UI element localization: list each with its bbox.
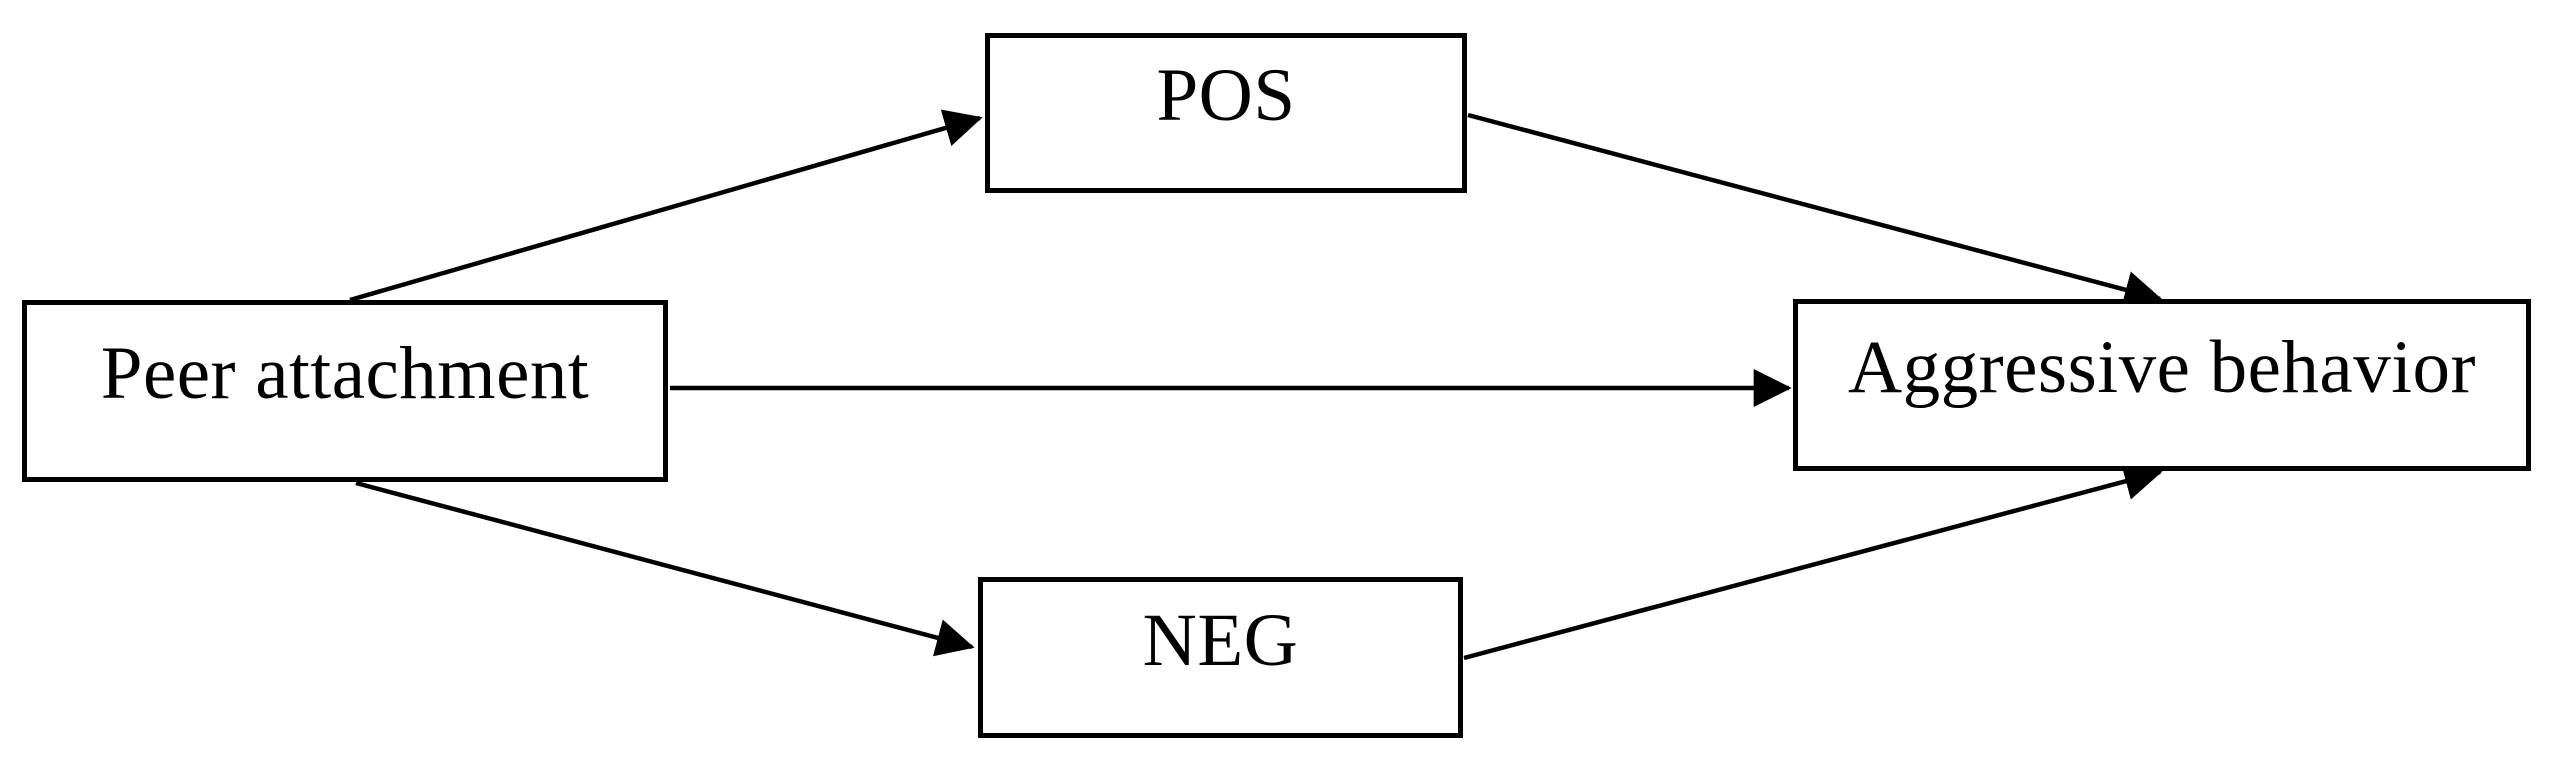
node-aggressive-behavior-label: Aggressive behavior xyxy=(1847,326,2477,409)
node-aggressive-behavior: Aggressive behavior xyxy=(1793,299,2531,471)
arrow-peer-to-neg xyxy=(355,480,975,657)
node-pos-label: POS xyxy=(1156,54,1296,137)
arrow-neg-to-aggressive xyxy=(1463,462,2163,661)
node-peer-attachment: Peer attachment xyxy=(22,300,668,482)
node-pos: POS xyxy=(985,33,1467,193)
arrow-peer-to-pos xyxy=(349,109,983,303)
node-peer-attachment-label: Peer attachment xyxy=(100,332,590,415)
node-neg: NEG xyxy=(978,577,1463,738)
arrow-pos-to-aggressive xyxy=(1467,112,2163,309)
node-neg-label: NEG xyxy=(1142,598,1299,682)
